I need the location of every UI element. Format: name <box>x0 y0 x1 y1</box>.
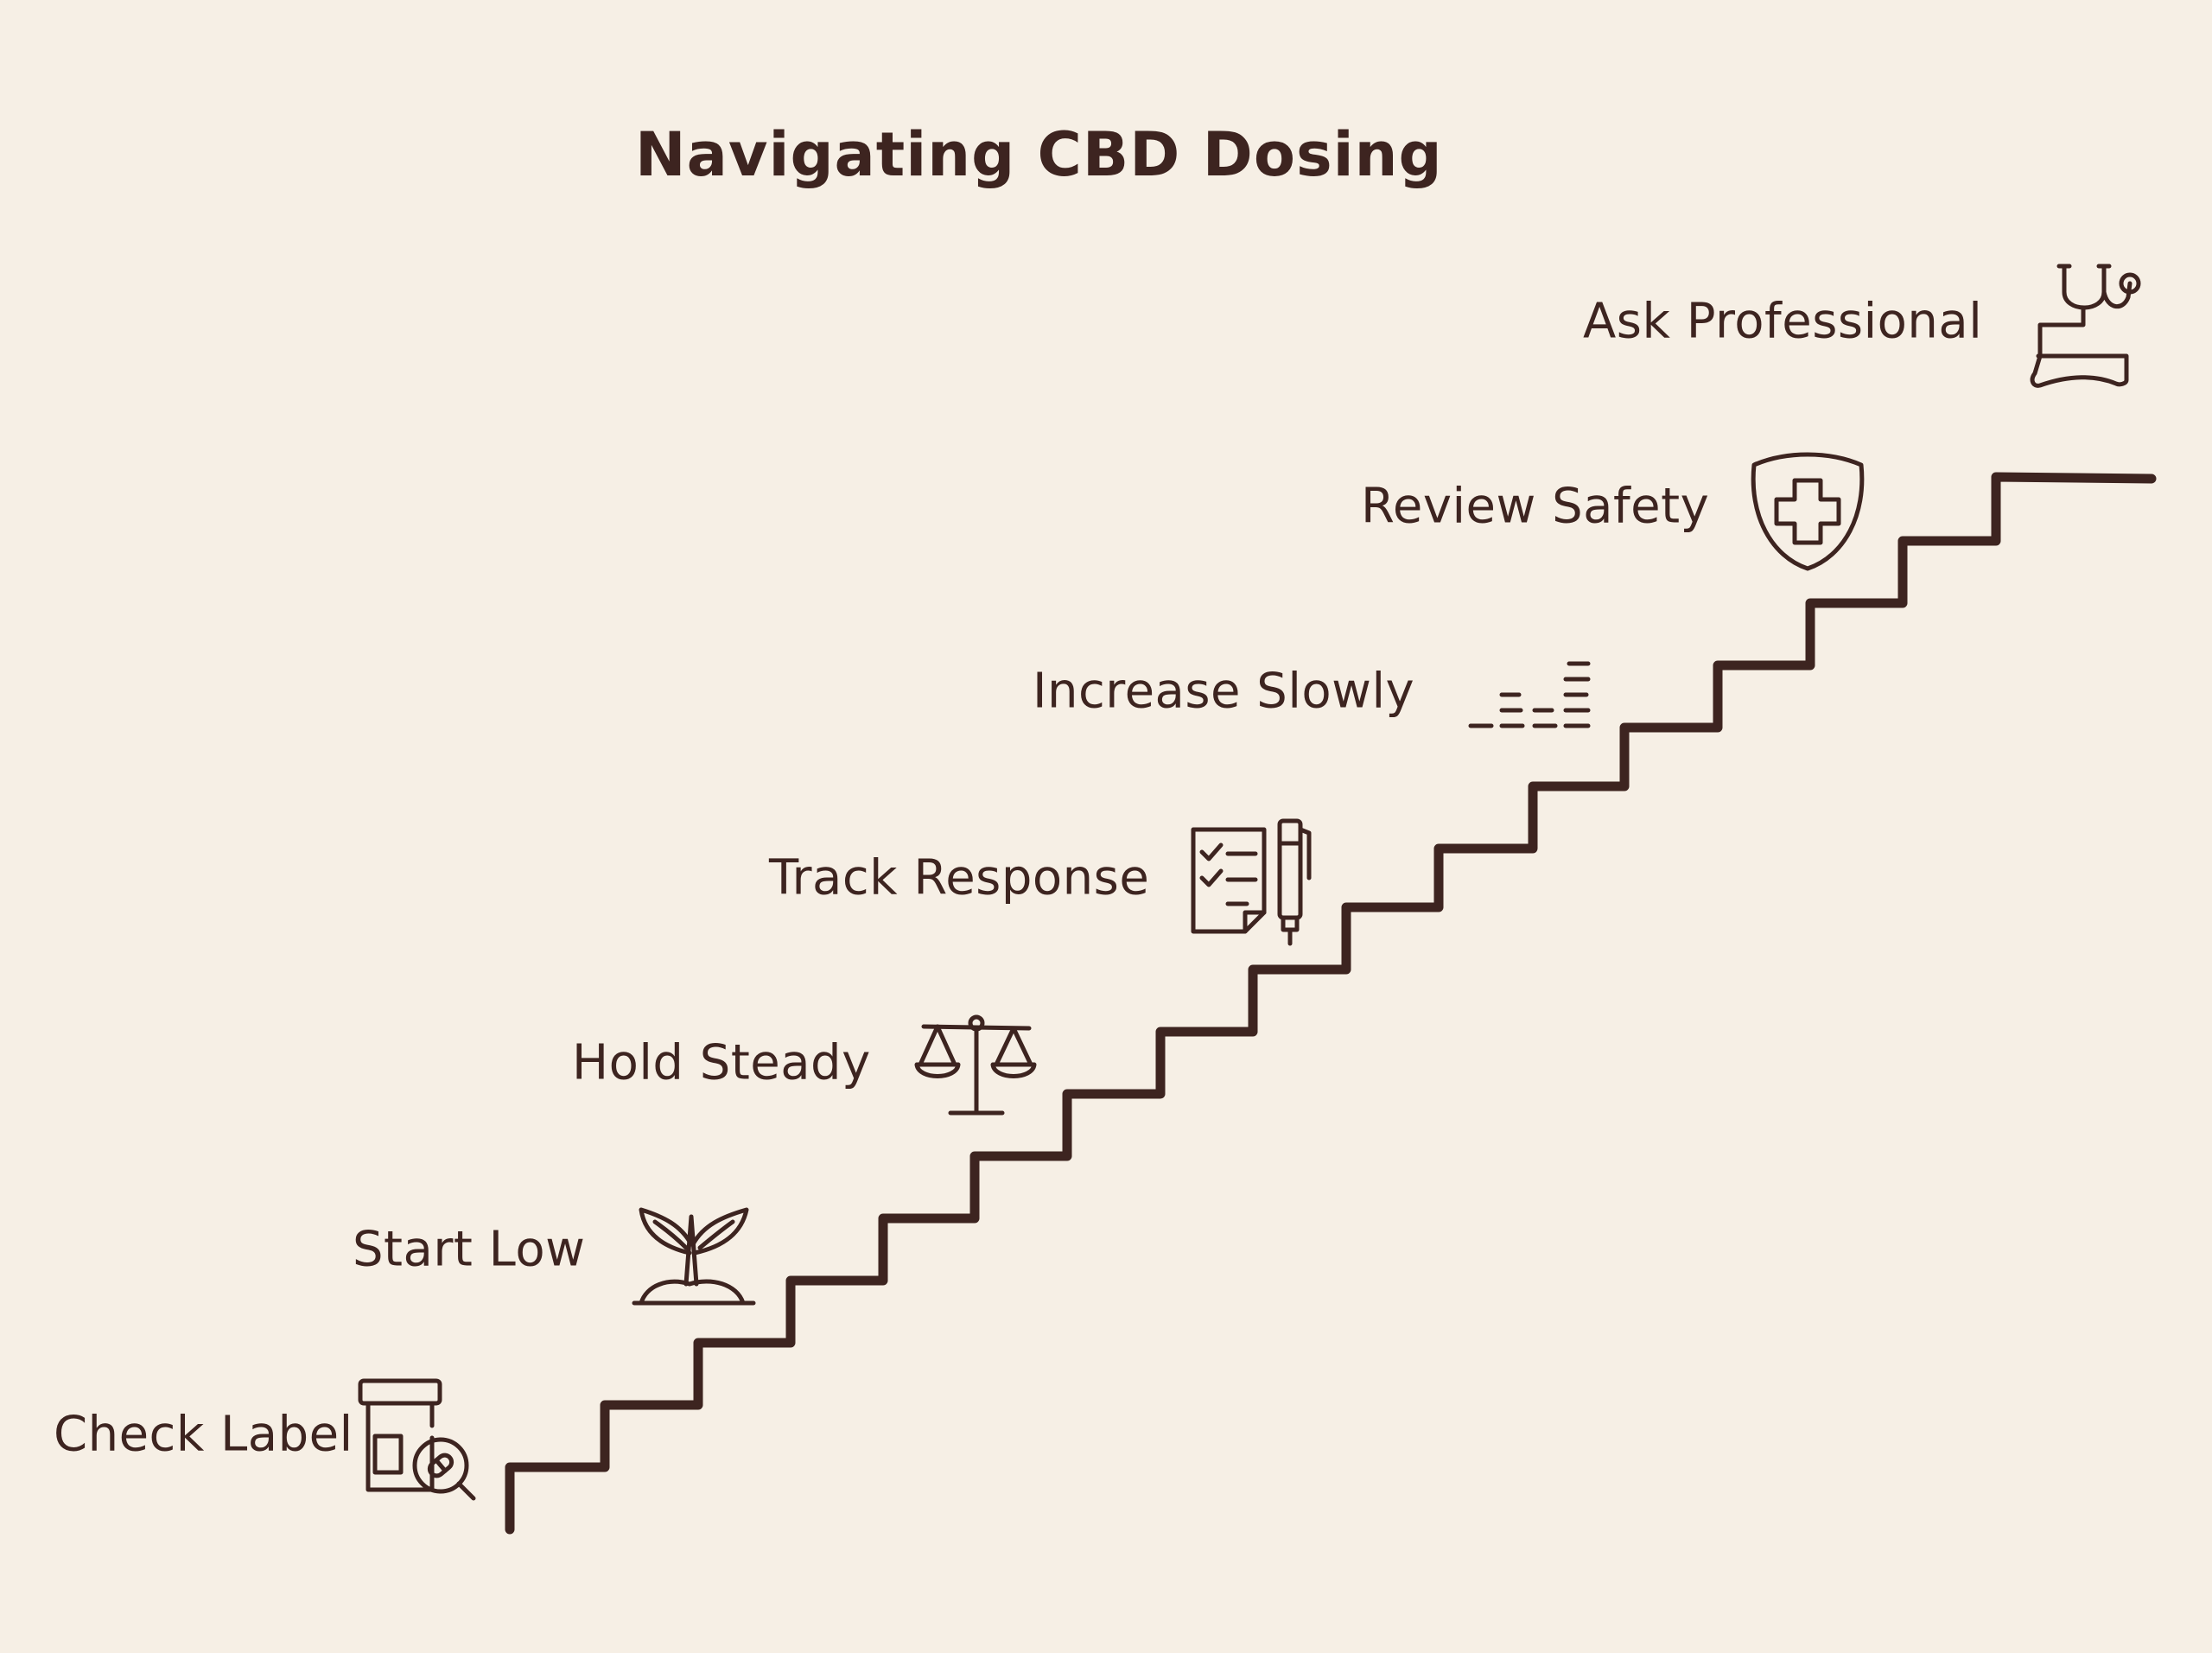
checklist-pen-icon <box>1191 818 1312 946</box>
step-label-review-safety: Review Safety <box>1361 478 1710 535</box>
step-label-increase-slowly: Increase Slowly <box>1033 663 1415 720</box>
balance-scale-icon <box>914 1014 1037 1116</box>
step-label-check-label: Check Label <box>54 1406 353 1463</box>
step-label-ask-professional: Ask Professional <box>1583 293 1983 350</box>
step-label-start-low: Start Low <box>353 1221 586 1278</box>
step-label-track-response: Track Response <box>769 849 1150 906</box>
seedling-icon <box>632 1207 756 1306</box>
staircase-line <box>505 472 2157 1535</box>
stethoscope-icon <box>2030 264 2141 388</box>
medical-shield-icon <box>1751 452 1865 571</box>
diagram-title: Navigating CBD Dosing <box>635 119 1443 190</box>
step-label-hold-steady: Hold Steady <box>572 1034 871 1091</box>
pill-bottle-magnifier-icon <box>358 1378 476 1501</box>
ascending-lines-icon <box>1468 661 1591 728</box>
